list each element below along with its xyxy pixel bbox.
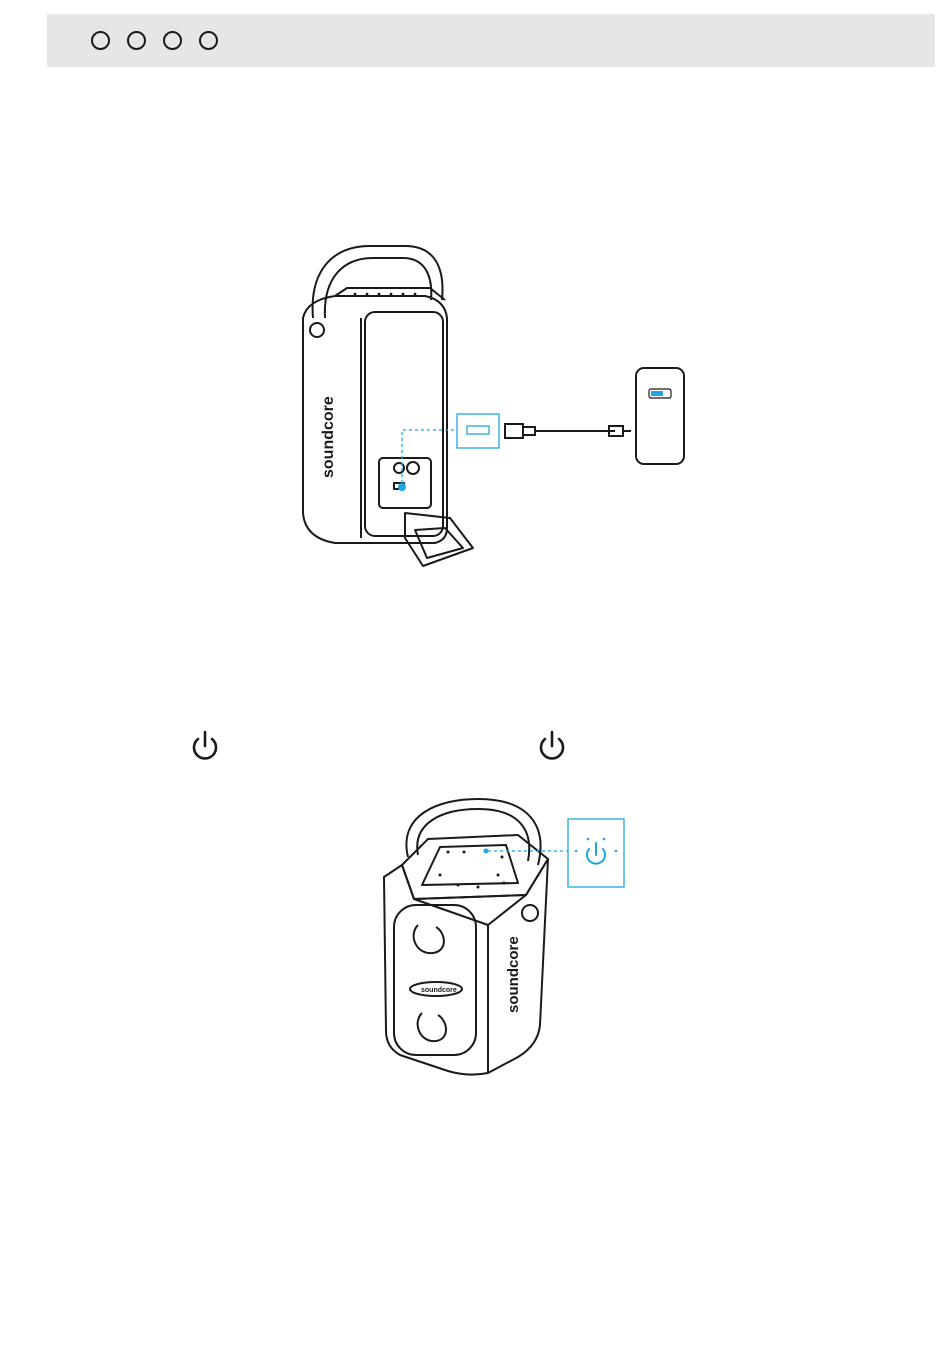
indicator-dot (163, 31, 182, 50)
brand-logo-front: soundcore (421, 987, 457, 994)
brand-logo-side: soundcore (320, 396, 337, 478)
indicator-dot (91, 31, 110, 50)
indicator-dot (127, 31, 146, 50)
power-illustration: soundcore soundcore (378, 795, 630, 1080)
power-icon (534, 728, 570, 764)
indicator-dots (91, 31, 218, 51)
brand-logo-side: soundcore (505, 936, 522, 1013)
power-icon (187, 728, 223, 764)
charging-illustration: soundcore (295, 238, 695, 573)
indicator-dot (199, 31, 218, 50)
